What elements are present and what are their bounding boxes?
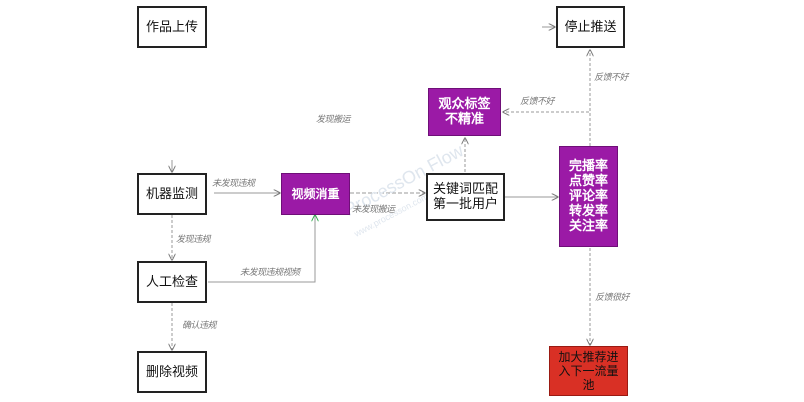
node-metrics-label: 完播率 点赞率 评论率 转发率 关注率 (568, 159, 608, 234)
node-machine-check-label: 机器监测 (145, 186, 198, 202)
node-upload-label: 作品上传 (145, 19, 198, 35)
node-stop-push-label: 停止推送 (564, 19, 617, 35)
node-dedupe-label: 视频消重 (291, 186, 340, 201)
node-boost-pool: 加大推荐进 入下一流量 池 (549, 346, 628, 396)
label-manual-to-dedupe: 未发现违规视频 (240, 268, 300, 278)
label-machine-to-dedupe: 未发现违规 (212, 179, 255, 189)
node-keyword-match: 关键词匹配 第一批用户 (426, 173, 505, 221)
label-keyword-to-audience: 反馈不好 (520, 97, 555, 107)
label-machine-to-manual: 发现违规 (176, 235, 211, 245)
edge-metrics-to-audience (503, 112, 591, 146)
node-dedupe: 视频消重 (281, 173, 350, 215)
node-audience-tag-label: 观众标签 不精准 (438, 97, 491, 127)
label-dedupe-to-upload: 发现搬运 (316, 115, 351, 125)
label-manual-to-delete: 确认违规 (182, 321, 217, 331)
node-boost-pool-label: 加大推荐进 入下一流量 池 (558, 350, 619, 392)
edge-manual-to-dedupe (208, 215, 315, 283)
node-keyword-match-label: 关键词匹配 第一批用户 (432, 182, 498, 212)
node-stop-push: 停止推送 (556, 6, 625, 48)
node-audience-tag: 观众标签 不精准 (428, 88, 501, 136)
node-manual-check-label: 人工检查 (145, 274, 198, 290)
node-manual-check: 人工检查 (137, 261, 207, 303)
label-dedupe-to-keyword: 未发现搬运 (352, 205, 395, 215)
node-machine-check: 机器监测 (137, 173, 207, 215)
node-upload: 作品上传 (137, 6, 207, 48)
label-metrics-to-stop: 反馈不好 (594, 73, 629, 83)
label-metrics-to-boost: 反馈很好 (595, 293, 630, 303)
node-metrics: 完播率 点赞率 评论率 转发率 关注率 (559, 146, 618, 247)
node-delete-video-label: 删除视频 (145, 364, 198, 380)
node-delete-video: 删除视频 (137, 351, 207, 393)
